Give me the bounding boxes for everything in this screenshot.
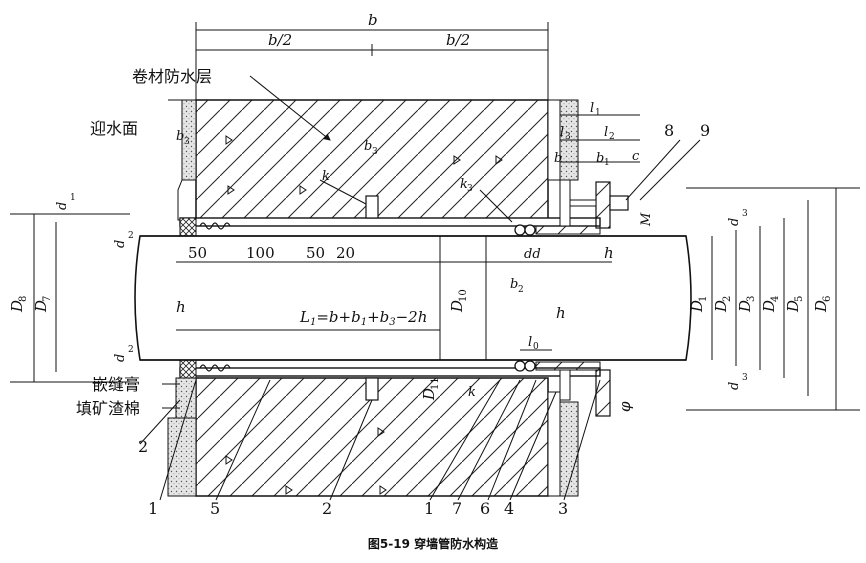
label-D7-sub: 7 bbox=[42, 296, 53, 302]
label-l2-sub: 2 bbox=[609, 132, 615, 142]
label-dd: dd bbox=[524, 247, 541, 262]
callout-2a: 2 bbox=[138, 437, 148, 456]
label-D5: D bbox=[784, 300, 802, 313]
label-upstream-face: 迎水面 bbox=[90, 119, 138, 138]
label-d3-top-sub: 3 bbox=[742, 209, 748, 219]
label-D8-sub: 8 bbox=[18, 296, 29, 302]
label-D3-sub: 3 bbox=[746, 296, 757, 302]
label-D1-sub: 1 bbox=[698, 296, 709, 302]
label-d1: d bbox=[55, 202, 70, 210]
label-k-top: k bbox=[322, 169, 330, 184]
label-formula: L1=b+b1+b3−2h bbox=[299, 308, 427, 328]
label-D6: D bbox=[812, 300, 830, 313]
label-k-bottom: k bbox=[468, 385, 476, 400]
sealant-spring-top bbox=[199, 222, 231, 230]
callout-3: 3 bbox=[558, 499, 568, 518]
label-D2: D bbox=[712, 300, 730, 313]
label-d3-top: d bbox=[727, 218, 742, 226]
label-l3: l bbox=[560, 125, 564, 140]
label-D7: D bbox=[32, 300, 50, 313]
casing-sleeve bbox=[179, 217, 601, 379]
label-b-half-left: b/2 bbox=[268, 31, 292, 49]
label-D4: D bbox=[760, 300, 778, 313]
label-d1-sub: 1 bbox=[70, 193, 76, 203]
label-D11-sub: 11 bbox=[430, 377, 441, 390]
label-d3-bottom: d bbox=[727, 382, 742, 390]
label-k3: k bbox=[460, 177, 468, 192]
label-k3-sub: 3 bbox=[467, 184, 473, 194]
callout-1b: 1 bbox=[424, 499, 434, 518]
sealing-rings-top bbox=[514, 224, 601, 236]
label-c: c bbox=[632, 149, 640, 164]
label-D8: D bbox=[8, 300, 26, 313]
label-d3-bottom-sub: 3 bbox=[742, 373, 748, 383]
label-waterproof-layer: 卷材防水层 bbox=[132, 67, 212, 86]
gland-flange-top bbox=[559, 179, 629, 229]
label-b2: b bbox=[510, 277, 518, 292]
label-b3-mid-sub: 3 bbox=[372, 147, 378, 157]
label-M: M bbox=[639, 212, 654, 227]
label-l2: l bbox=[604, 125, 608, 140]
label-d2-bottom: d bbox=[113, 354, 128, 362]
label-sealant: 嵌缝膏 bbox=[92, 375, 140, 394]
label-D10-sub: 10 bbox=[458, 289, 469, 302]
label-l3-sub: 3 bbox=[565, 132, 571, 142]
figure-caption: 图5-19 穿墙管防水构造 bbox=[367, 537, 499, 551]
dimension-lines bbox=[10, 22, 860, 411]
dim-20: 20 bbox=[336, 244, 355, 262]
callout-7: 7 bbox=[452, 499, 462, 518]
label-b-right: b bbox=[554, 151, 562, 166]
label-D10: D bbox=[448, 300, 466, 313]
through-pipe bbox=[134, 235, 692, 361]
label-h-mid: h bbox=[556, 304, 566, 322]
leader-lines bbox=[139, 75, 701, 501]
label-d2-bottom-sub: 2 bbox=[128, 345, 134, 355]
label-D3: D bbox=[736, 300, 754, 313]
label-b-half-right: b/2 bbox=[446, 31, 470, 49]
label-b2-sub: 2 bbox=[518, 285, 524, 295]
label-b3-mid: b bbox=[364, 139, 372, 154]
label-D4-sub: 4 bbox=[770, 296, 781, 302]
label-l0-sub: 0 bbox=[533, 342, 539, 352]
label-D6-sub: 6 bbox=[822, 296, 833, 302]
dim-50a: 50 bbox=[188, 244, 207, 262]
callout-2b: 2 bbox=[322, 499, 332, 518]
mortar-layer-left bbox=[167, 99, 197, 497]
label-D11: D bbox=[420, 388, 438, 401]
label-l0: l bbox=[528, 335, 532, 350]
label-D2-sub: 2 bbox=[722, 296, 733, 302]
text-labels: b b/2 b/2 卷材防水层 迎水面 b 3 b 3 k k 3 l 1 l … bbox=[8, 11, 833, 518]
label-h-right-top: h bbox=[604, 244, 614, 262]
label-b1-sub: 1 bbox=[604, 158, 610, 168]
label-b: b bbox=[368, 11, 378, 29]
label-d2-top-sub: 2 bbox=[128, 231, 134, 241]
callout-1a: 1 bbox=[148, 499, 158, 518]
label-b3-left: b bbox=[176, 129, 184, 144]
aggregate-marks bbox=[225, 135, 503, 495]
label-b3-left-sub: 3 bbox=[184, 137, 190, 147]
sealing-rings-bottom bbox=[514, 360, 601, 372]
label-slag-wool: 填矿渣棉 bbox=[76, 399, 140, 418]
callout-4: 4 bbox=[504, 499, 514, 518]
label-l1: l bbox=[590, 101, 594, 116]
callout-8: 8 bbox=[664, 121, 674, 140]
label-b1: b bbox=[596, 151, 604, 166]
label-l1-sub: 1 bbox=[595, 108, 601, 118]
label-D5-sub: 5 bbox=[794, 296, 805, 302]
callout-5: 5 bbox=[210, 499, 220, 518]
label-D1: D bbox=[688, 300, 706, 313]
label-h-left: h bbox=[176, 298, 186, 316]
dim-50b: 50 bbox=[306, 244, 325, 262]
dim-100: 100 bbox=[246, 244, 275, 262]
callout-9: 9 bbox=[700, 121, 710, 140]
callout-6: 6 bbox=[480, 499, 490, 518]
sealant-spring-bottom bbox=[199, 364, 231, 372]
label-phi: φ bbox=[616, 401, 634, 412]
label-d2-top: d bbox=[113, 240, 128, 248]
water-stop-ribs bbox=[365, 195, 379, 401]
